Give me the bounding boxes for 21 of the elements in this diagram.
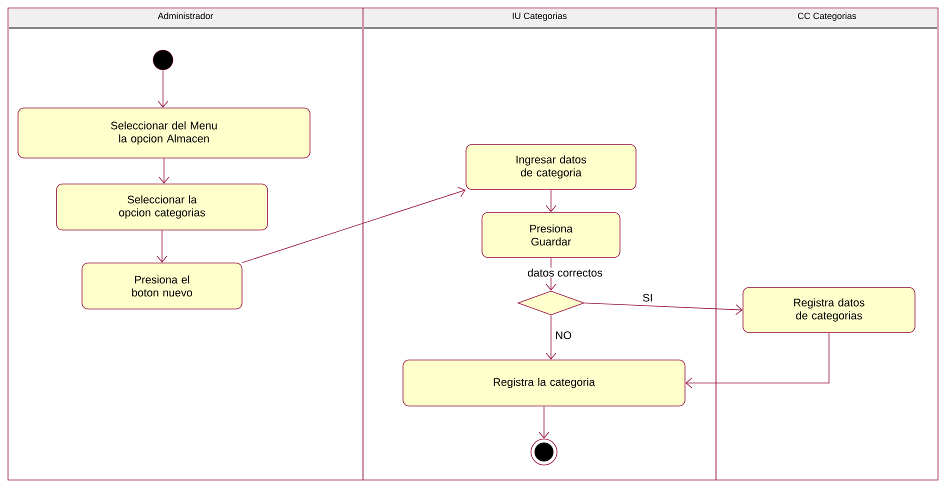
activity-box: Presiona Guardar — [482, 212, 620, 258]
arrow — [242, 186, 466, 263]
activity-box: Seleccionar la opcion categorias — [56, 184, 268, 230]
arrow — [584, 302, 743, 316]
activity-box: Seleccionar del Menu la opcion Almacen — [18, 108, 310, 158]
edge-label: datos correctos — [526, 268, 604, 278]
edge-label: NO — [554, 330, 573, 340]
edge-label: SI — [641, 292, 654, 303]
arrow — [156, 230, 168, 263]
activity-box: Registra datos de categorias — [742, 287, 916, 333]
start-circle — [152, 50, 174, 70]
end-circle — [530, 438, 558, 466]
arrow — [158, 158, 170, 184]
arrow — [546, 315, 556, 360]
arrow — [158, 70, 168, 108]
arrow — [546, 190, 556, 212]
arrow — [685, 332, 830, 388]
activity-box: Ingresar datos de categoria — [466, 144, 636, 190]
activity-box: Registra la categoria — [402, 360, 686, 406]
activity-box: Presiona el boton nuevo — [82, 262, 242, 310]
arrow — [538, 406, 550, 439]
